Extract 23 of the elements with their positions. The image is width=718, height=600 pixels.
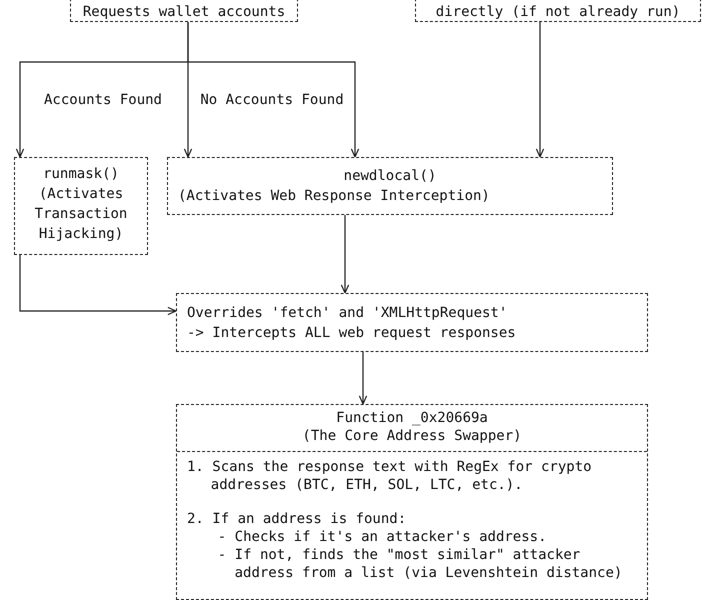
process-box (14, 157, 148, 255)
body-text: -> Intercepts ALL web request responses (187, 324, 517, 343)
arrow (358, 352, 368, 405)
box-title: newdlocal() (342, 167, 438, 186)
box-title: directly (if not already run) (434, 3, 682, 22)
box-title: Function _0x20669a (335, 409, 489, 427)
body-text: 1. Scans the response text with RegEx for crypto addresses (BTC, ETH, SOL, LTC, etc.). (187, 458, 593, 494)
process-box (176, 404, 648, 600)
body-text: (Activates Transaction Hijacking) (34, 185, 128, 244)
arrow (536, 22, 544, 158)
process-box (167, 157, 613, 215)
body-text: - If not, finds the "most similar" attacker address from a list (via Levenshtein distance) (216, 546, 624, 582)
arrow (19, 255, 177, 316)
body-text: - Checks if it's an attacker's address. (216, 528, 548, 546)
arrow (184, 22, 192, 158)
process-box (176, 293, 648, 352)
box-title: Requests wallet accounts (82, 3, 286, 22)
body-text: 2. If an address is found: (187, 510, 408, 528)
box-title: runmask() (42, 165, 120, 184)
box-title: Overrides 'fetch' and 'XMLHttpRequest' (187, 304, 508, 323)
box-subtitle: (The Core Address Swapper) (177, 427, 647, 452)
box-subtitle: (Activates Web Response Interception) (178, 187, 491, 206)
arrow (340, 215, 350, 294)
